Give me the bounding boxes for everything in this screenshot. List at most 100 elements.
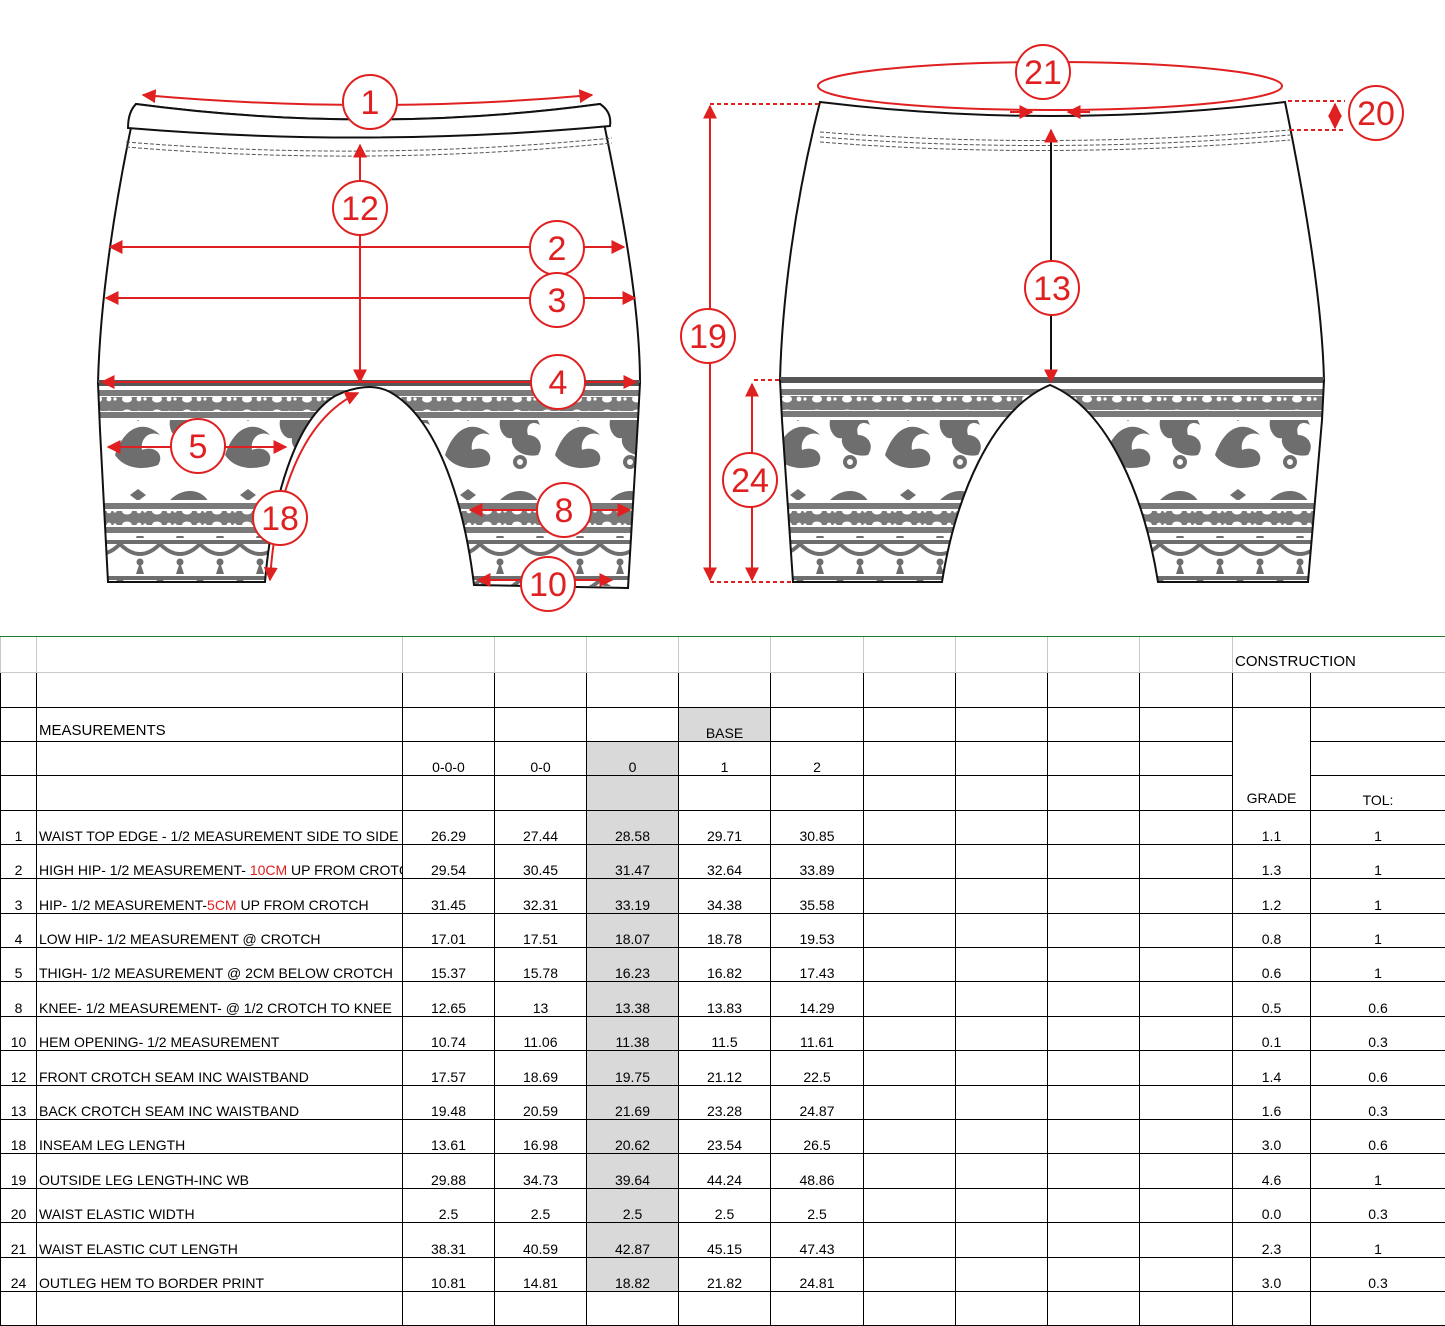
- empty-cell: [1140, 948, 1233, 982]
- size-value: 19.75: [587, 1051, 679, 1085]
- size-value: 45.15: [679, 1223, 771, 1257]
- tol-value: 0.3: [1311, 1085, 1445, 1119]
- size-value: 16.23: [587, 948, 679, 982]
- empty-cell: [864, 913, 956, 947]
- callout-3: 3: [530, 273, 584, 327]
- size-value: 31.45: [403, 879, 495, 913]
- empty-cell: [403, 1291, 495, 1325]
- empty-cell: [864, 1223, 956, 1257]
- sheet-row-tol-header: TOL:: [1, 775, 1445, 810]
- spec-table: CONSTRUCTION MEASUREMENTS BASE GRADE 0-0…: [0, 637, 1445, 1326]
- base-label: BASE: [679, 707, 771, 741]
- size-value: 2.5: [403, 1188, 495, 1222]
- size-value: 21.12: [679, 1051, 771, 1085]
- callout-24-label: 24: [731, 462, 769, 500]
- size-value: 24.81: [771, 1257, 864, 1291]
- description-text: LOW HIP- 1/2 MEASUREMENT @ CROTCH: [39, 931, 321, 947]
- empty-cell: [1140, 1154, 1233, 1188]
- size-value: 29.71: [679, 810, 771, 844]
- sheet-row-measurements-header: MEASUREMENTS BASE GRADE: [1, 707, 1445, 741]
- size-value: 38.31: [403, 1223, 495, 1257]
- row-description: OUTLEG HEM TO BORDER PRINT: [37, 1257, 403, 1291]
- description-text: KNEE- 1/2 MEASUREMENT- @ 1/2 CROTCH TO K…: [39, 1000, 392, 1016]
- callout-2-label: 2: [548, 230, 567, 268]
- empty-cell: [1048, 1154, 1140, 1188]
- callout-13: 13: [1025, 261, 1079, 315]
- empty-cell: [1048, 1257, 1140, 1291]
- empty-cell: [1048, 1120, 1140, 1154]
- callout-4-label: 4: [549, 364, 568, 402]
- size-value: 27.44: [495, 810, 587, 844]
- size-value: 26.5: [771, 1120, 864, 1154]
- description-text: INSEAM LEG LENGTH: [39, 1137, 185, 1153]
- callout-12: 12: [333, 181, 387, 235]
- empty-cell: [956, 1188, 1048, 1222]
- tol-value: 1: [1311, 844, 1445, 878]
- size-value: 11.5: [679, 1016, 771, 1050]
- grade-value: 0.8: [1233, 913, 1311, 947]
- empty-cell: [956, 810, 1048, 844]
- empty-cell: [1048, 913, 1140, 947]
- size-value: 18.78: [679, 913, 771, 947]
- size-value: 33.89: [771, 844, 864, 878]
- empty-cell: [864, 879, 956, 913]
- tol-value: 1: [1311, 879, 1445, 913]
- tol-label: TOL:: [1311, 775, 1445, 810]
- size-value: 18.07: [587, 913, 679, 947]
- row-index: 20: [1, 1188, 37, 1222]
- callout-1: 1: [343, 75, 397, 129]
- grade-value: 1.1: [1233, 810, 1311, 844]
- size-value: 30.45: [495, 844, 587, 878]
- empty-cell: [1048, 810, 1140, 844]
- tol-value: 1: [1311, 810, 1445, 844]
- empty-cell: [864, 1016, 956, 1050]
- grade-value: 1.3: [1233, 844, 1311, 878]
- tol-value: 1: [1311, 948, 1445, 982]
- size-0-0-0: 0-0-0: [403, 741, 495, 775]
- row-description: HIGH HIP- 1/2 MEASUREMENT- 10CM UP FROM …: [37, 844, 403, 878]
- description-text: WAIST TOP EDGE - 1/2 MEASUREMENT SIDE TO…: [39, 828, 398, 844]
- empty-cell: [771, 1291, 864, 1325]
- size-value: 11.06: [495, 1016, 587, 1050]
- description-text: HIP- 1/2 MEASUREMENT-: [39, 897, 207, 913]
- row-index: 5: [1, 948, 37, 982]
- sheet-row-blank: [1, 1291, 1445, 1325]
- callout-5-label: 5: [189, 428, 208, 466]
- size-value: 20.62: [587, 1120, 679, 1154]
- callout-5: 5: [171, 419, 225, 473]
- size-value: 13.61: [403, 1120, 495, 1154]
- callout-18: 18: [253, 491, 307, 545]
- callout-12-label: 12: [341, 190, 379, 228]
- row-index: 18: [1, 1120, 37, 1154]
- size-value: 10.81: [403, 1257, 495, 1291]
- size-value: 10.74: [403, 1016, 495, 1050]
- size-value: 29.54: [403, 844, 495, 878]
- callout-19-label: 19: [689, 318, 727, 356]
- empty-cell: [864, 844, 956, 878]
- tol-value: 1: [1311, 913, 1445, 947]
- grade-value: 3.0: [1233, 1257, 1311, 1291]
- size-value: 39.64: [587, 1154, 679, 1188]
- size-value: 2.5: [679, 1188, 771, 1222]
- empty-cell: [956, 1120, 1048, 1154]
- row-description: INSEAM LEG LENGTH: [37, 1120, 403, 1154]
- empty-cell: [1140, 1051, 1233, 1085]
- empty-cell: [1048, 1051, 1140, 1085]
- grade-value: 0.6: [1233, 948, 1311, 982]
- empty-cell: [1233, 1291, 1311, 1325]
- size-value: 16.82: [679, 948, 771, 982]
- row-index: 12: [1, 1051, 37, 1085]
- empty-cell: [1140, 1085, 1233, 1119]
- empty-cell: [1048, 1085, 1140, 1119]
- empty-cell: [956, 1154, 1048, 1188]
- empty-cell: [1311, 1291, 1445, 1325]
- size-value: 23.28: [679, 1085, 771, 1119]
- size-value: 18.69: [495, 1051, 587, 1085]
- empty-cell: [37, 1291, 403, 1325]
- size-value: 17.01: [403, 913, 495, 947]
- size-value: 17.51: [495, 913, 587, 947]
